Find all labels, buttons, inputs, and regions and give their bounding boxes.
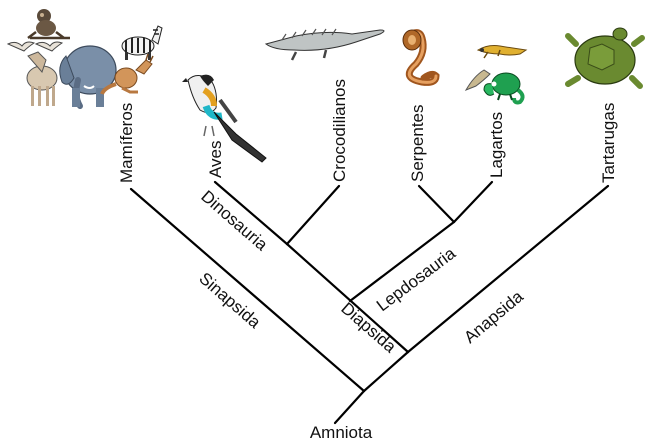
label-anapsida: Anapsida [460, 287, 527, 347]
label-crocodilianos: Crocodilianos [330, 79, 349, 182]
mammals-illustration [8, 9, 162, 107]
label-amniota: Amniota [310, 423, 373, 442]
monkey-icon [28, 9, 70, 38]
turtle-icon [568, 28, 642, 86]
label-lagartos: Lagartos [487, 112, 506, 178]
branch-crocodilianos [287, 186, 339, 244]
label-lepdosauria: Lepdosauria [373, 243, 460, 315]
crocodile-icon [266, 29, 384, 60]
moose-icon [8, 42, 62, 106]
root-stem [335, 391, 364, 423]
cobra-icon [403, 30, 436, 82]
label-mamiferos: Mamíferos [117, 103, 136, 183]
branch-lagartos [454, 182, 492, 222]
zebra-icon [122, 26, 162, 60]
label-aves: Aves [206, 141, 225, 179]
clade-labels: Sinapsida Diapsida Dinosauria Lepdosauri… [195, 187, 527, 357]
elephant-icon [60, 46, 116, 107]
tree-branches [131, 182, 608, 423]
label-tartarugas: Tartarugas [599, 103, 618, 183]
label-serpentes: Serpentes [408, 105, 427, 183]
label-sinapsida: Sinapsida [195, 269, 264, 333]
chameleon-icon [484, 73, 523, 103]
branch-reptilia [364, 352, 408, 391]
branch-serpentes [419, 186, 454, 222]
